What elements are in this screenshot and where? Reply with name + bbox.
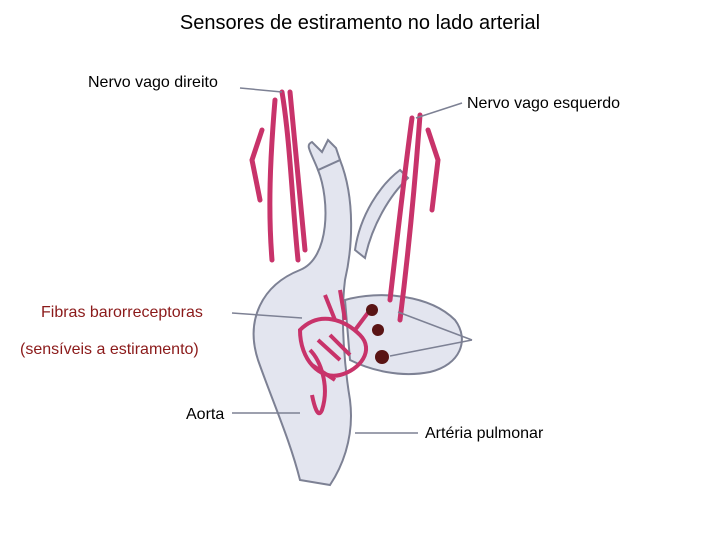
label-pulmonary-artery: Artéria pulmonar bbox=[425, 425, 544, 442]
right-vagus-nerve bbox=[249, 89, 308, 263]
label-aorta: Aorta bbox=[186, 406, 225, 423]
label-baroreceptor-fibers: Fibras barorreceptoras bbox=[41, 304, 203, 321]
left-vagus-nerve bbox=[387, 112, 441, 323]
leader-lines bbox=[231, 87, 473, 434]
diagram-title: Sensores de estiramento no lado arterial bbox=[179, 12, 541, 34]
arch-branch-vessel bbox=[307, 138, 342, 172]
label-baroreceptor-note: (sensíveis a estiramento) bbox=[20, 341, 199, 358]
ganglia bbox=[366, 304, 389, 364]
left-vessel-stem bbox=[353, 168, 410, 260]
label-left-vagus: Nervo vago esquerdo bbox=[467, 95, 620, 112]
label-right-vagus: Nervo vago direito bbox=[88, 74, 218, 91]
